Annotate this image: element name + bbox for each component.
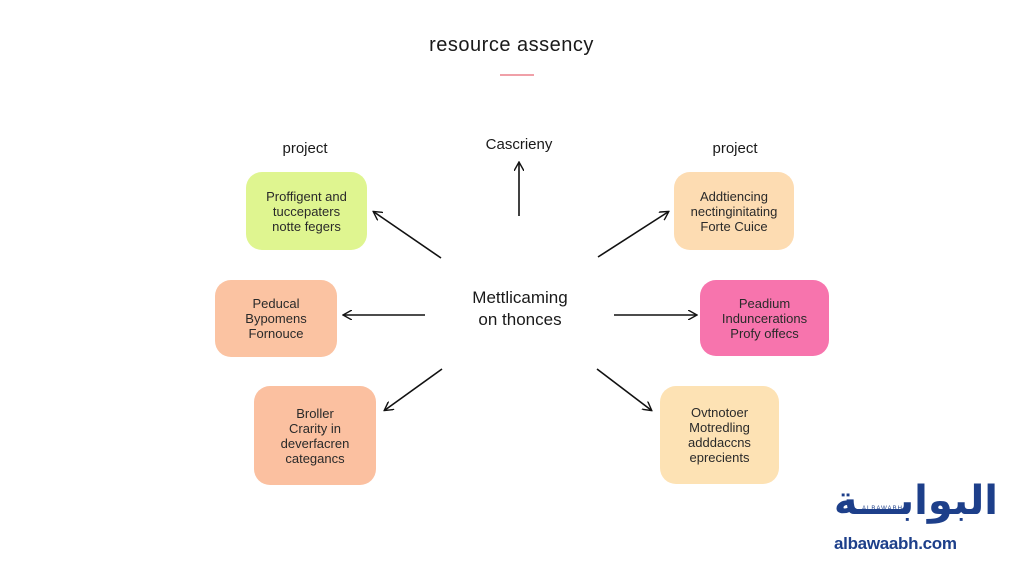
left-column-heading: project bbox=[282, 140, 328, 157]
node-text-line: deverfacren bbox=[280, 435, 350, 451]
node-text-line: Fornouce bbox=[248, 326, 304, 341]
node-text-line: adddaccns bbox=[688, 435, 751, 450]
arrow-to-right-top bbox=[597, 212, 668, 258]
node-text-line: tuccepaters bbox=[272, 203, 341, 219]
node-text-line: Ovtnotoer bbox=[690, 405, 749, 420]
node-text-line: Addtiencing bbox=[700, 188, 768, 204]
watermark-url: albawaabh.com bbox=[834, 534, 957, 553]
arrow-to-left-bottom bbox=[385, 368, 443, 410]
center-line-1: Mettlicaming bbox=[472, 288, 568, 307]
node-text-line: Crarity in bbox=[288, 420, 341, 436]
node-text-line: Motredling bbox=[689, 420, 750, 435]
node-text-line: Proffigent and bbox=[266, 188, 347, 204]
watermark-small-text: ALBAWABH bbox=[862, 506, 903, 512]
node-text-line: Bypomens bbox=[245, 311, 307, 326]
watermark-logo: البوابـــة ALBAWABH albawaabh.com bbox=[826, 478, 998, 558]
title-underline bbox=[500, 74, 534, 76]
diagram-title: resource assency bbox=[429, 34, 594, 56]
top-branch-heading: Cascrieny bbox=[485, 136, 553, 153]
node-text-line: eprecients bbox=[689, 450, 750, 465]
watermark-arabic-text: البوابـــة bbox=[833, 478, 998, 524]
node-text-line: Forte Cuice bbox=[700, 218, 768, 234]
arrow-to-left-top bbox=[374, 212, 442, 259]
node-text-line: Peducal bbox=[252, 296, 300, 311]
arrow-to-right-bottom bbox=[596, 368, 651, 410]
node-text-line: nectinginitating bbox=[690, 203, 778, 219]
right-column-heading: project bbox=[712, 140, 758, 157]
center-hub-label: Mettlicaming on thonces bbox=[440, 287, 600, 331]
node-text-line: Broller bbox=[296, 405, 334, 421]
node-text-line: Peadium bbox=[738, 295, 791, 311]
node-text-line: Induncerations bbox=[721, 310, 808, 326]
node-text-line: notte fegers bbox=[272, 218, 341, 234]
center-line-2: on thonces bbox=[478, 310, 562, 329]
node-text-line: Profy offecs bbox=[730, 325, 799, 341]
node-text-line: categancs bbox=[285, 450, 345, 466]
